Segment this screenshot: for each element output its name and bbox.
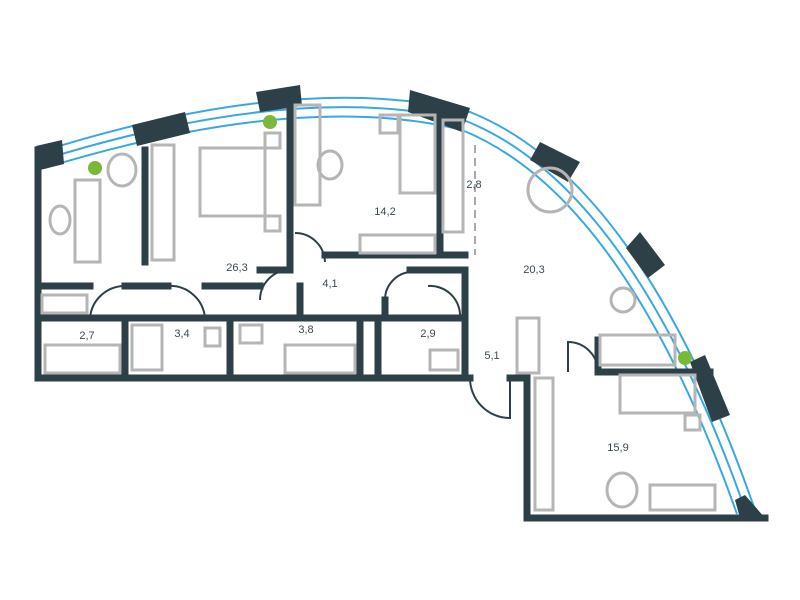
plant-icon xyxy=(678,351,692,365)
room-area-kitchen: 2,8 xyxy=(466,179,482,191)
room-area-hall: 4,1 xyxy=(322,278,338,290)
room-area-living: 20,3 xyxy=(523,264,545,276)
room-area-shower: 3,4 xyxy=(174,328,190,340)
plants xyxy=(88,115,692,365)
plant-icon xyxy=(88,161,102,175)
room-area-wc: 2,9 xyxy=(420,328,436,340)
walls xyxy=(34,96,769,522)
room-area-bedroom-small: 15,9 xyxy=(607,442,629,454)
furniture xyxy=(40,103,717,512)
room-area-bedroom-studio: 14,2 xyxy=(374,206,396,218)
room-area-bathroom: 3,8 xyxy=(298,324,314,336)
doors xyxy=(89,232,599,420)
room-area-storage: 2,7 xyxy=(79,330,95,342)
plant-icon xyxy=(263,115,277,129)
room-area-bedroom-large: 26,3 xyxy=(226,262,248,274)
room-area-entry: 5,1 xyxy=(484,350,500,362)
